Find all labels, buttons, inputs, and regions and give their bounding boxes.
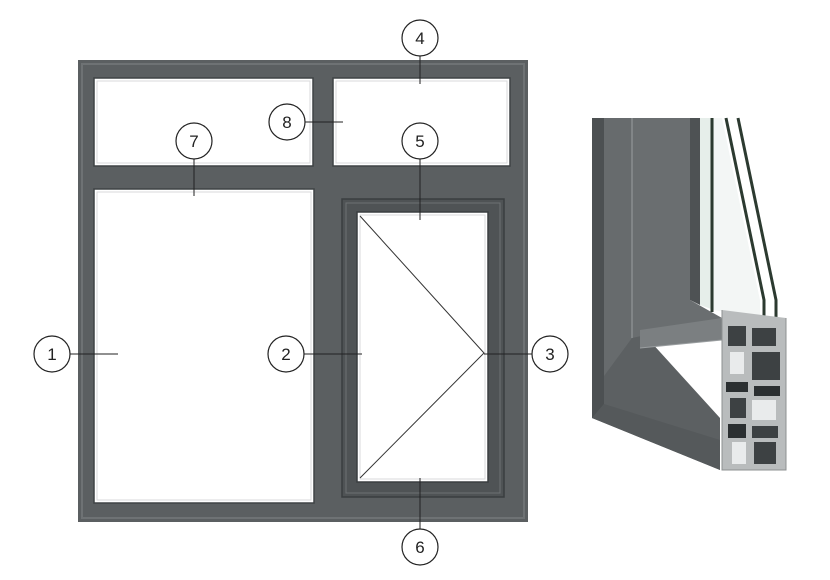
callout-8-label: 8 bbox=[282, 113, 291, 132]
callout-6: 6 bbox=[401, 528, 439, 566]
callout-1: 1 bbox=[33, 335, 71, 373]
opening-direction-lines bbox=[359, 215, 485, 479]
glass-sash bbox=[356, 211, 489, 483]
callout-7-label: 7 bbox=[189, 132, 198, 151]
window-elevation bbox=[78, 60, 528, 522]
aluminium-profile-icon bbox=[592, 117, 787, 471]
callout-2-label: 2 bbox=[281, 345, 290, 364]
callout-5: 5 bbox=[401, 122, 439, 160]
callout-6-label: 6 bbox=[415, 538, 424, 557]
callout-1-label: 1 bbox=[47, 345, 56, 364]
callout-4-label: 4 bbox=[415, 29, 424, 48]
callout-3: 3 bbox=[531, 335, 569, 373]
callout-2: 2 bbox=[267, 335, 305, 373]
callout-7: 7 bbox=[175, 122, 213, 160]
callout-5-label: 5 bbox=[415, 132, 424, 151]
callout-8: 8 bbox=[268, 103, 306, 141]
callout-3-label: 3 bbox=[545, 345, 554, 364]
leader-lines bbox=[70, 56, 532, 530]
callout-4: 4 bbox=[401, 19, 439, 57]
